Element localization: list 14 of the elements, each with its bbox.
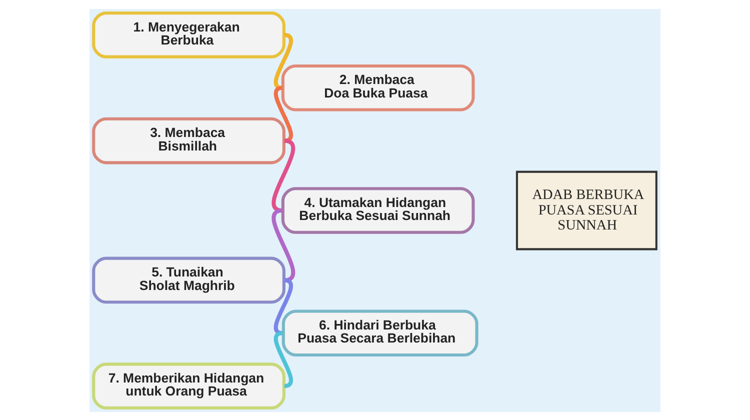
node-box: 3. Membaca Bismillah — [92, 116, 286, 164]
node-box: 1. Menyegerakan Berbuka — [92, 11, 286, 58]
node-box: 2. Membaca Doa Buka Puasa — [281, 64, 475, 111]
connector — [274, 85, 293, 142]
connector — [274, 330, 293, 388]
node-box: 5. Tunaikan Sholat Maghrib — [92, 256, 286, 304]
connector — [274, 278, 293, 335]
node-box: 6. Hindari Berbuka Puasa Secara Berlebihan — [282, 309, 478, 356]
connector — [272, 208, 295, 282]
node-box: ADAB BERBUKA PUASA SESUAI SUNNAH — [516, 170, 658, 250]
node-box: 7. Memberikan Hidangan untuk Orang Puasa — [92, 362, 286, 409]
connector — [272, 138, 295, 212]
node-box: 4. Utamakan Hidangan Berbuka Sesuai Sunnah — [281, 186, 475, 234]
connector — [274, 32, 293, 90]
